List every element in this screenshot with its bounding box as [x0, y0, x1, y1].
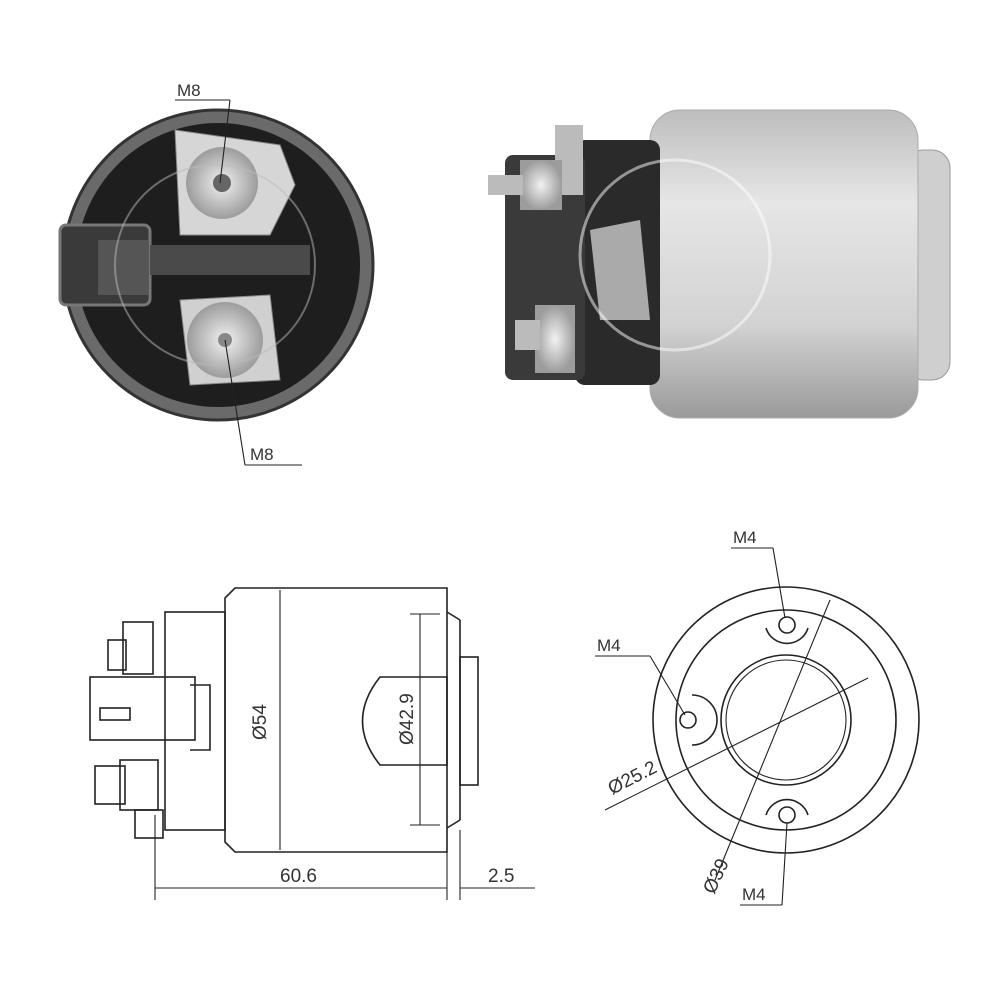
- end-drawing: Ø25.2 Ø39 M4 M4 M4: [595, 528, 920, 906]
- dim-body-diameter: Ø54: [250, 704, 271, 740]
- dim-length: 60.6: [280, 866, 317, 887]
- label-m4-left: M4: [597, 636, 621, 655]
- watermark-logo: [114, 164, 316, 366]
- side-drawing: Ø54 Ø42.9 60.6 2.5: [89, 587, 535, 900]
- label-m4-top: M4: [733, 528, 757, 547]
- label-m4-bottom: M4: [742, 885, 766, 904]
- side-view-photo: [488, 109, 951, 419]
- dim-bolt-circle-diameter: Ø39: [699, 856, 733, 897]
- front-view-photo: M8 M8: [58, 81, 375, 466]
- terminal-nut-lower: [535, 305, 575, 373]
- dim-flange-diameter: Ø42.9: [397, 693, 418, 745]
- dim-bore-diameter: Ø25.2: [605, 757, 661, 799]
- label-m8-top: M8: [177, 81, 201, 100]
- label-m8-bottom: M8: [250, 445, 274, 464]
- watermark-logo: [578, 158, 772, 352]
- terminal-nut-upper: [520, 160, 562, 210]
- dim-offset: 2.5: [488, 866, 514, 887]
